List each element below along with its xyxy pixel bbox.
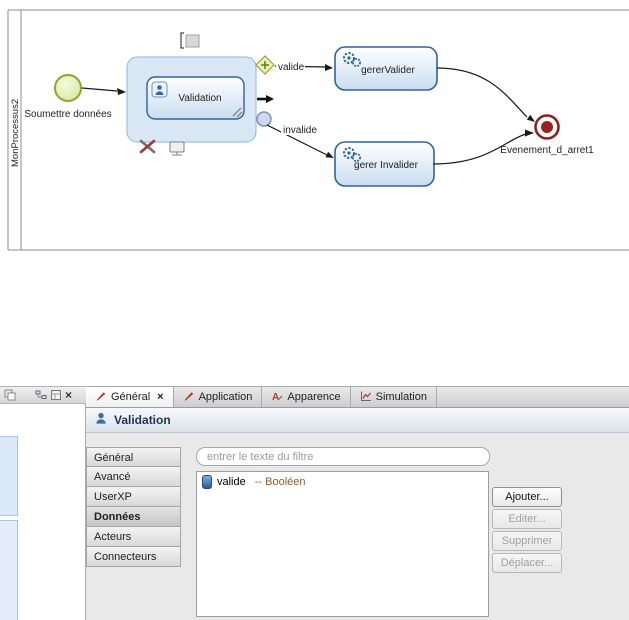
end-event-label: Evenement_d_arret1 bbox=[500, 145, 594, 156]
resize-handle-icon[interactable] bbox=[232, 107, 243, 118]
human-task-icon bbox=[151, 81, 168, 98]
task-gerervalider-label: gererValider bbox=[361, 65, 415, 76]
sequence-flow-invalider-end[interactable] bbox=[432, 129, 534, 165]
list-item[interactable]: valide -- Booléen bbox=[197, 472, 488, 492]
task-gerervalider[interactable]: gererValider bbox=[334, 46, 438, 91]
tab-label: Général bbox=[111, 391, 151, 403]
sequence-flow-invalide[interactable]: invalide bbox=[266, 124, 334, 158]
context-gateway-icon[interactable] bbox=[255, 55, 275, 75]
data-list[interactable]: valide -- Booléen bbox=[196, 471, 489, 617]
data-type-text: -- Booléen bbox=[254, 476, 306, 488]
pen-icon bbox=[183, 390, 195, 405]
arrowhead bbox=[525, 129, 534, 137]
context-event-icon[interactable] bbox=[256, 111, 272, 127]
section-donnees[interactable]: Données bbox=[86, 507, 181, 527]
arrowhead bbox=[117, 88, 126, 95]
edit-button[interactable]: Editer... bbox=[492, 509, 562, 529]
outline-view-fragment: × bbox=[0, 386, 86, 620]
arrowhead bbox=[325, 151, 334, 158]
section-connecteurs[interactable]: Connecteurs bbox=[86, 547, 181, 567]
service-gear-icon bbox=[343, 52, 361, 68]
svg-text:A: A bbox=[272, 392, 279, 402]
properties-title: Validation bbox=[114, 413, 171, 427]
section-general[interactable]: Général bbox=[86, 447, 181, 467]
task-gererinvalider[interactable]: gerer Invalider bbox=[334, 141, 435, 187]
chart-icon bbox=[360, 390, 372, 405]
filter-input[interactable] bbox=[196, 447, 490, 466]
process-canvas[interactable]: MonProcessus2 Soumettre données Validati… bbox=[0, 0, 629, 262]
tab-simulation[interactable]: Simulation bbox=[351, 387, 437, 407]
sequence-flow-start[interactable] bbox=[81, 87, 126, 95]
arrowhead bbox=[325, 64, 333, 71]
pen-icon bbox=[95, 390, 107, 405]
delete-button[interactable]: Supprimer bbox=[492, 531, 562, 551]
sequence-flow-valide[interactable]: valide bbox=[274, 61, 333, 73]
bottom-area: × Général × bbox=[0, 386, 629, 620]
properties-header: Validation bbox=[86, 408, 629, 433]
context-flow-icon[interactable] bbox=[257, 95, 274, 103]
sequence-flow-valider-end[interactable] bbox=[436, 67, 535, 122]
start-event[interactable]: Soumettre données bbox=[24, 74, 112, 120]
section-userxp[interactable]: UserXP bbox=[86, 487, 181, 507]
tab-label: Application bbox=[198, 391, 253, 403]
form-preview-icon[interactable] bbox=[169, 141, 185, 156]
apparence-icon: A bbox=[271, 390, 283, 405]
tab-application[interactable]: Application bbox=[174, 387, 263, 407]
flow-valide-label: valide bbox=[278, 62, 305, 73]
service-gear-icon bbox=[343, 147, 361, 162]
section-list: Général Avancé UserXP Données Acteurs Co… bbox=[86, 447, 181, 567]
end-event[interactable]: Evenement_d_arret1 bbox=[500, 114, 594, 157]
task-gererinvalider-label: gerer Invalider bbox=[354, 160, 419, 171]
palette-toggle-icon[interactable] bbox=[3, 389, 16, 402]
section-acteurs[interactable]: Acteurs bbox=[86, 527, 181, 547]
tab-label: Apparence bbox=[287, 391, 341, 403]
add-button[interactable]: Ajouter... bbox=[492, 487, 562, 507]
data-variable-icon bbox=[202, 475, 212, 489]
outline-view-body bbox=[0, 404, 86, 620]
start-event-label: Soumettre données bbox=[24, 109, 111, 120]
overview-icon[interactable] bbox=[49, 389, 62, 402]
properties-content: Général Avancé UserXP Données Acteurs Co… bbox=[86, 433, 629, 620]
properties-tabbar: Général × Application A Apparence bbox=[86, 386, 629, 408]
outline-shape bbox=[0, 520, 18, 620]
flow-invalide-label: invalide bbox=[283, 125, 317, 136]
label-edit-icon bbox=[180, 32, 200, 49]
section-avance[interactable]: Avancé bbox=[86, 467, 181, 487]
data-name-text: valide bbox=[217, 476, 246, 488]
tree-view-icon[interactable] bbox=[34, 389, 47, 402]
properties-panel: Général × Application A Apparence bbox=[86, 386, 629, 620]
connector-tools-icon[interactable] bbox=[139, 139, 156, 154]
close-view-icon[interactable]: × bbox=[65, 387, 73, 402]
pool[interactable]: MonProcessus2 bbox=[7, 9, 629, 251]
outline-shape bbox=[0, 436, 18, 516]
person-icon bbox=[94, 411, 108, 430]
task-validation[interactable]: Validation bbox=[126, 56, 257, 143]
tab-general[interactable]: Général × bbox=[86, 387, 174, 407]
arrowhead bbox=[526, 114, 535, 122]
move-button[interactable]: Déplacer... bbox=[492, 553, 562, 573]
outline-view-toolbar: × bbox=[0, 386, 86, 404]
task-label: Validation bbox=[178, 93, 221, 104]
pool-label[interactable]: MonProcessus2 bbox=[10, 99, 21, 167]
tab-label: Simulation bbox=[375, 391, 427, 403]
tab-apparence[interactable]: A Apparence bbox=[262, 387, 351, 407]
tab-close-icon[interactable]: × bbox=[157, 390, 164, 403]
